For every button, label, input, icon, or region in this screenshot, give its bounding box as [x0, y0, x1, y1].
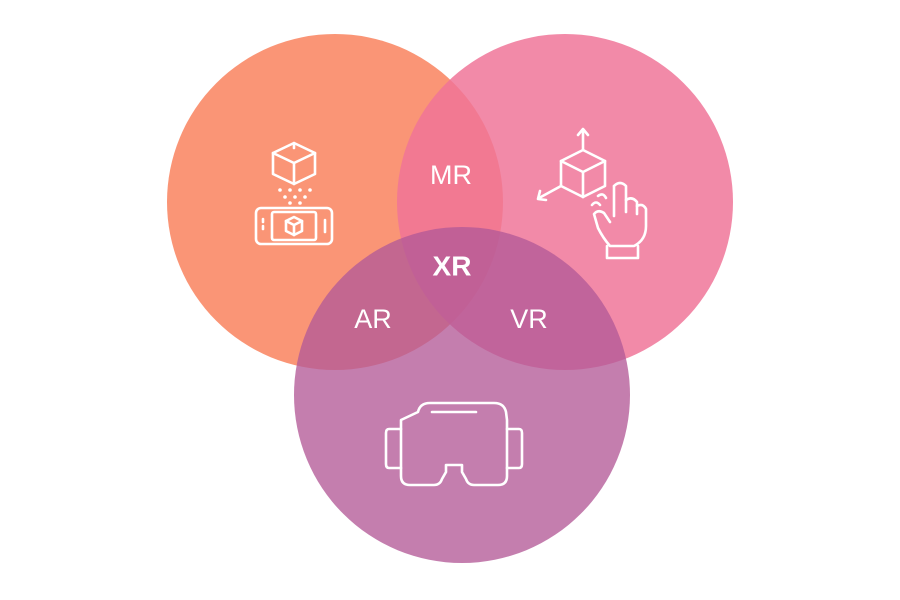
label-mr: MR	[430, 160, 472, 190]
label-xr: XR	[433, 250, 472, 281]
vr-headset-icon	[384, 401, 524, 487]
circle-bottom	[294, 227, 630, 563]
label-vr: VR	[510, 304, 548, 334]
hand-3d-cube-icon	[536, 127, 648, 260]
phone-ar-cube-icon	[254, 141, 334, 246]
label-ar: AR	[354, 304, 392, 334]
